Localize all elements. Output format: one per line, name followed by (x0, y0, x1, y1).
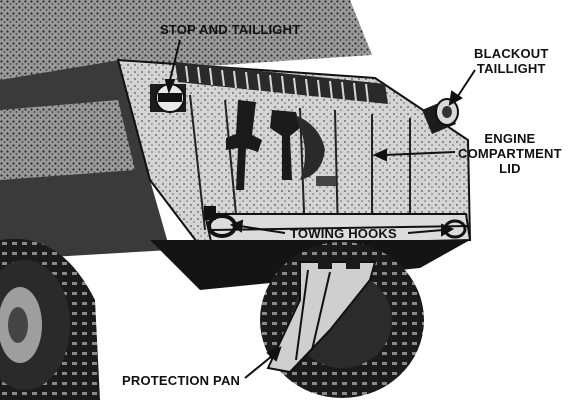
engine-compartment-lid-label-line-3: LID (499, 161, 521, 176)
blackout-taillight-label-line-1: BLACKOUT (474, 46, 549, 61)
protection-pan-label: PROTECTION PAN (122, 373, 241, 388)
towing-hooks-label: TOWING HOOKS (290, 226, 397, 241)
towing-hooks-pointer-left (229, 219, 286, 234)
towing-hooks-pointer-right (407, 223, 455, 237)
engine-lid-pointer (372, 148, 456, 162)
engine-compartment-lid-label-line-1: ENGINE (484, 131, 536, 146)
blackout-taillight-label: BLACKOUT TAILLIGHT (474, 46, 549, 76)
blackout-taillight-label-line-2: TAILLIGHT (476, 61, 546, 76)
canvas-top (0, 0, 372, 80)
stop-taillight (150, 83, 186, 113)
body-side-shade (0, 100, 135, 180)
louver-strip (175, 62, 388, 104)
stop-taillight-pointer (164, 39, 181, 94)
left-rear-wheel (0, 238, 100, 400)
blackout-taillight (422, 98, 459, 134)
leader-lines (164, 39, 476, 379)
protection-pan (266, 255, 377, 374)
engine-compartment-lid-label: ENGINE COMPARTMENT LID (458, 131, 562, 176)
blackout-taillight-pointer (448, 69, 476, 106)
protection-pan-pointer (244, 346, 282, 379)
engine-compartment-lid-label-line-2: COMPARTMENT (458, 146, 562, 161)
stowed-tools (226, 100, 336, 190)
stop-and-taillight-label: STOP AND TAILLIGHT (160, 22, 301, 37)
